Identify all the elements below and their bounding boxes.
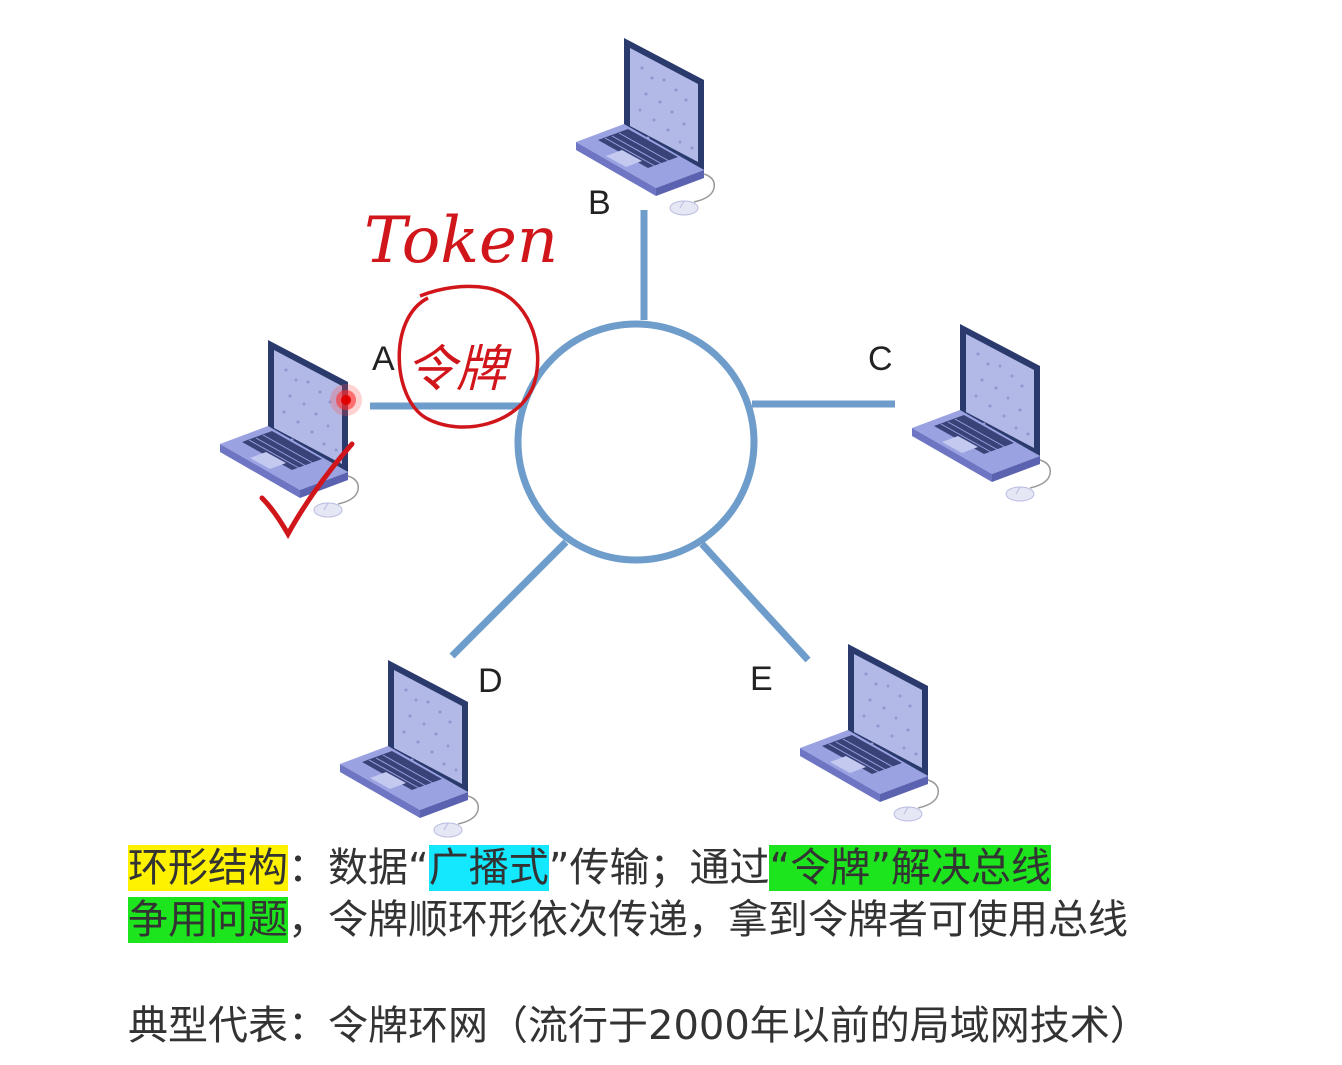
ring bbox=[514, 320, 758, 564]
node-label-e: E bbox=[750, 660, 773, 698]
token-circle bbox=[397, 284, 540, 429]
text-segment: ：数据“ bbox=[288, 845, 429, 891]
node-label-a: A bbox=[372, 340, 395, 378]
laptop-c-icon bbox=[911, 323, 1052, 502]
term-ring-structure: 环形结构 bbox=[128, 845, 288, 891]
node-label-b: B bbox=[588, 184, 611, 222]
checkmark-icon bbox=[259, 441, 355, 540]
token-annotation: Token bbox=[364, 204, 558, 278]
term-broadcast: 广播式 bbox=[428, 845, 549, 891]
laptop-d-icon bbox=[339, 659, 480, 838]
description-line-1: 环形结构：数据“广播式”传输；通过“令牌”解决总线 bbox=[128, 842, 1288, 894]
description-block: 环形结构：数据“广播式”传输；通过“令牌”解决总线 争用问题，令牌顺环形依次传递… bbox=[128, 842, 1288, 946]
node-label-d: D bbox=[478, 662, 503, 700]
node-label-c: C bbox=[868, 340, 893, 378]
text-segment: ，令牌顺环形依次传递，拿到令牌者可使用总线 bbox=[288, 897, 1128, 943]
link-d bbox=[449, 539, 569, 659]
link-e bbox=[699, 541, 811, 663]
typical-example: 典型代表：令牌环网（流行于2000年以前的局域网技术） bbox=[128, 1003, 1150, 1049]
token-chinese-annotation: 令牌 bbox=[406, 340, 512, 398]
description-line-2: 争用问题，令牌顺环形依次传递，拿到令牌者可使用总线 bbox=[128, 894, 1288, 946]
laptop-e-icon bbox=[799, 643, 940, 822]
token-dot-icon bbox=[330, 384, 362, 416]
text-segment: ”传输；通过 bbox=[548, 845, 770, 891]
term-contention: 争用问题 bbox=[128, 897, 288, 943]
laptop-a-icon bbox=[219, 339, 360, 518]
term-token-solution: “令牌”解决总线 bbox=[769, 845, 1051, 891]
